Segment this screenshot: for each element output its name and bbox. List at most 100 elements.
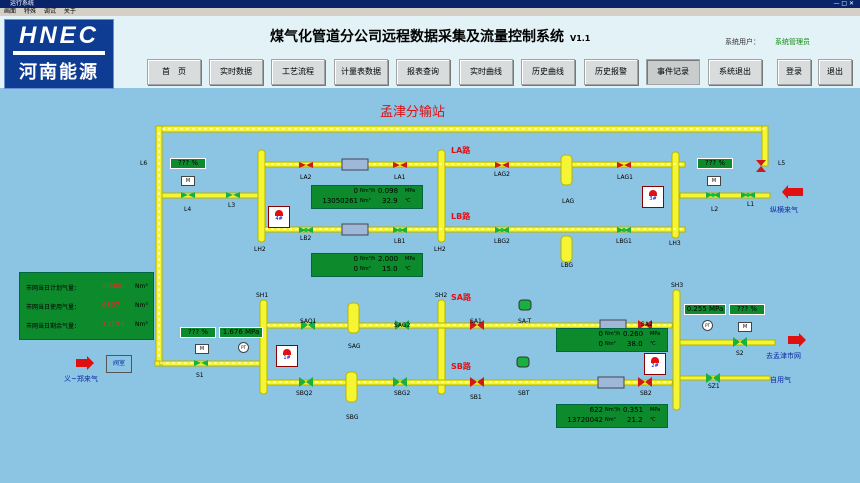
menu-item-screen[interactable]: 画面 [4,8,17,15]
valves-green [181,192,755,387]
nav-history-alarm-button[interactable]: 历史报警 [584,59,638,85]
menu-item-special[interactable]: 特殊 [23,8,36,15]
menu-item-debug[interactable]: 调试 [43,8,56,15]
label-sa-t: SA-T [518,318,532,325]
nav-process-button[interactable]: 工艺流程 [271,59,325,85]
badge-icon-3 [649,190,657,196]
l4-actuator[interactable]: M [181,176,195,186]
valve-dots [304,193,750,232]
la-flow-value: 0 [353,187,358,195]
logo-bar [13,51,105,55]
flow-meters [341,158,627,389]
badge-text-1: 1# [283,355,291,361]
meter-badge-4[interactable]: 4# [268,206,290,228]
l2-actuator[interactable]: M [707,176,721,186]
sa-temp-unit: ℃ [650,341,656,347]
nav-meter-data-button[interactable]: 计量表数据 [334,59,388,85]
route-lb-label: LB路 [451,212,471,221]
sa-total-unit: Nm³ [605,341,616,347]
meter-badge-1[interactable]: 1# [276,345,298,367]
label-lh3: LH3 [669,240,681,247]
la-temp-unit: ℃ [405,198,411,204]
label-la1: LA1 [394,174,406,181]
flow-arrows [76,185,806,370]
meter-badge-3[interactable]: 3# [642,186,664,208]
s2-actuator[interactable]: M [738,322,752,332]
label-sbq2: SBQ2 [296,390,313,397]
plan-gas-unit: Nm³ [135,283,148,290]
inlet-yizheng-label: 义~郑来气 [64,375,98,383]
la-pressure-value: 0.098 [378,187,399,195]
window-controls[interactable]: — □ ✕ [833,0,854,7]
badge-icon-1 [283,349,291,355]
label-lb2: LB2 [300,235,312,242]
label-sb1: SB1 [470,394,482,401]
label-sh1: SH1 [256,292,269,299]
sb-flow-unit: Nm³/h [605,407,621,413]
self-use-label: 自用气 [770,376,791,384]
inlet-zongheng-label: 纵横来气 [770,206,798,214]
outlet-mengjin-label: 去孟津市网 [766,352,801,360]
badge-text-3: 3# [649,196,657,202]
nav-event-log-button[interactable]: 事件记录 [646,59,700,85]
label-lb1: LB1 [394,238,406,245]
label-sa2: SA2 [641,321,653,328]
window-titlebar: 运行系统 — □ ✕ [0,0,860,8]
s1-actuator[interactable]: M [195,344,209,354]
login-button[interactable]: 登录 [777,59,811,85]
sb-temp-unit: ℃ [650,417,656,423]
nav-exit-system-button[interactable]: 系统退出 [708,59,762,85]
menu-item-about[interactable]: 关于 [63,8,76,15]
badge-text-2: 2# [651,363,659,369]
label-l3: L3 [228,202,236,209]
meter-badge-2[interactable]: 2# [644,353,666,375]
user-value: 系统管理员 [775,38,810,46]
route-sb-label: SB路 [451,362,471,371]
control-valves [516,299,532,368]
badge-text-4: 4# [275,216,283,222]
la-total-value: 13050261 [322,197,358,205]
meter-panel-sa: 0 Nm³/h 0.260 MPa 0 Nm³ 38.0 ℃ [556,328,668,352]
lb-total-value: 0 [353,265,358,273]
sa-flow-unit: Nm³/h [605,331,621,337]
label-sbg2: SBG2 [394,390,411,397]
sh3-pressure-readout: 0.255 MPa [684,304,726,315]
label-sh2: SH2 [435,292,448,299]
plan-gas-label: 市网当日计划气量： [26,285,81,292]
used-gas-label: 市网当日使用气量： [26,304,81,311]
remaining-gas-label: 市网当日剩余气量： [26,323,81,330]
nav-home-button[interactable]: 首 页 [147,59,201,85]
nav-report-button[interactable]: 报表查询 [396,59,450,85]
lb-pressure-unit: MPa [405,256,416,262]
menubar: 画面 特殊 调试 关于 [0,8,860,16]
label-la2: LA2 [300,174,312,181]
la-flow-unit: Nm³/h [360,188,376,194]
label-lag: LAG [562,198,575,205]
sa-temp-value: 38.0 [627,340,643,348]
logout-button[interactable]: 退出 [818,59,852,85]
user-label: 系统用户： [725,38,760,46]
s2-percent-readout: ??? % [729,304,765,315]
remaining-gas-unit: Nm³ [135,321,148,328]
l4-percent-readout: ??? % [170,158,206,169]
lb-pressure-value: 2.000 [378,255,399,263]
station-title: 孟津分输站 [380,105,446,120]
label-s1: S1 [196,372,204,379]
remaining-gas-value: 13193 [102,320,125,328]
gate-room[interactable]: 阀室 [106,355,132,373]
la-pressure-unit: MPa [405,188,416,194]
l2-percent-readout: ??? % [697,158,733,169]
meter-panel-sb: 622 Nm³/h 0.351 MPa 13720042 Nm³ 21.2 ℃ [556,404,668,428]
s1-percent-readout: ??? % [180,327,216,338]
nav-realtime-data-button[interactable]: 实时数据 [209,59,263,85]
used-gas-unit: Nm³ [135,302,148,309]
label-sag2: SAG2 [394,322,411,329]
nav-realtime-curve-button[interactable]: 实时曲线 [459,59,513,85]
nav-history-curve-button[interactable]: 历史曲线 [521,59,575,85]
logo-text-en: HNEC [18,22,99,49]
sb-pressure-unit: MPa [650,407,661,413]
label-l2: L2 [711,206,719,213]
sb-flow-value: 622 [589,406,603,414]
